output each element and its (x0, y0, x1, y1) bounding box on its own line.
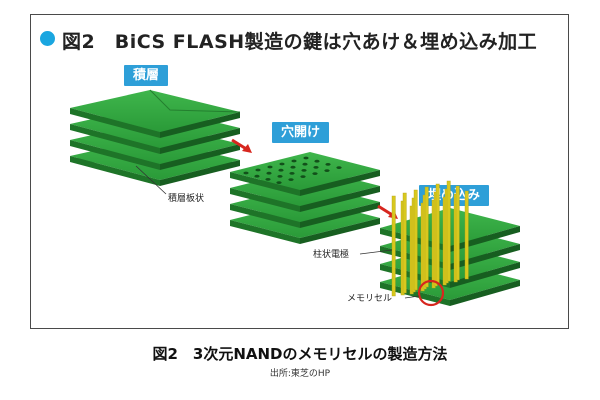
drilled-hole (278, 168, 284, 172)
drilled-hole (312, 172, 318, 176)
drilled-hole (291, 159, 297, 163)
drilled-hole (290, 165, 296, 169)
pillar-electrode (424, 186, 429, 288)
drilled-hole (300, 175, 306, 179)
memory-cell-highlight-circle (417, 279, 445, 307)
drilled-hole (279, 162, 285, 166)
drilled-hole (336, 166, 342, 170)
drilled-hole (267, 165, 273, 169)
pillar-electrode (455, 185, 460, 281)
drilled-hole (266, 171, 272, 175)
title-bullet-icon (40, 31, 55, 46)
figure-caption: 図2 3次元NANDのメモリセルの製造方法 (152, 345, 448, 363)
drilled-hole (277, 175, 283, 178)
drilled-hole (301, 169, 307, 172)
figure-source: 出所:東芝のHP (269, 369, 331, 379)
drilled-hole (314, 159, 320, 163)
drilled-plates-illustration (230, 152, 380, 244)
step-label-stacking: 積層 (124, 65, 169, 86)
stacked-plates-illustration (70, 89, 241, 186)
pillar-electrode (446, 180, 451, 282)
drilled-hole (265, 178, 271, 181)
figure-title: 図2 BiCS FLASH製造の鍵は穴あけ＆埋め込み加工 (62, 31, 538, 53)
drilled-hole (302, 162, 308, 166)
memory-cell-pointer-line (404, 295, 420, 299)
pillar-electrode (402, 192, 407, 294)
layered-plate-pointer-line (135, 165, 167, 195)
drilled-hole (313, 166, 319, 169)
drilled-hole (289, 172, 295, 175)
drilled-hole (303, 156, 309, 160)
drilled-hole (255, 168, 261, 172)
plate-layer-1 (70, 89, 241, 138)
pillar-electrode-pointer-line (359, 249, 393, 255)
filled-plates-illustration (380, 180, 520, 306)
pillar-electrodes (391, 180, 469, 297)
drilled-hole (254, 174, 260, 178)
drilled-hole (324, 169, 330, 173)
layered-plate-label: 積層板状 (168, 192, 204, 204)
drilled-hole (325, 163, 331, 166)
pillar-electrode (464, 190, 469, 280)
memory-cell-label: メモリセル (347, 293, 392, 304)
pillar-electrode (413, 189, 418, 291)
drilled-hole (288, 178, 294, 182)
drilled-hole (243, 171, 249, 175)
pillar-electrode (391, 195, 396, 297)
step-label-hole-drilling: 穴開け (272, 122, 330, 143)
pillar-electrode (435, 183, 440, 285)
drilled-holes (243, 156, 342, 185)
process-arrow-1 (231, 138, 252, 153)
pillar-electrode-label: 柱状電極 (313, 248, 349, 260)
drilled-hole (276, 181, 282, 185)
